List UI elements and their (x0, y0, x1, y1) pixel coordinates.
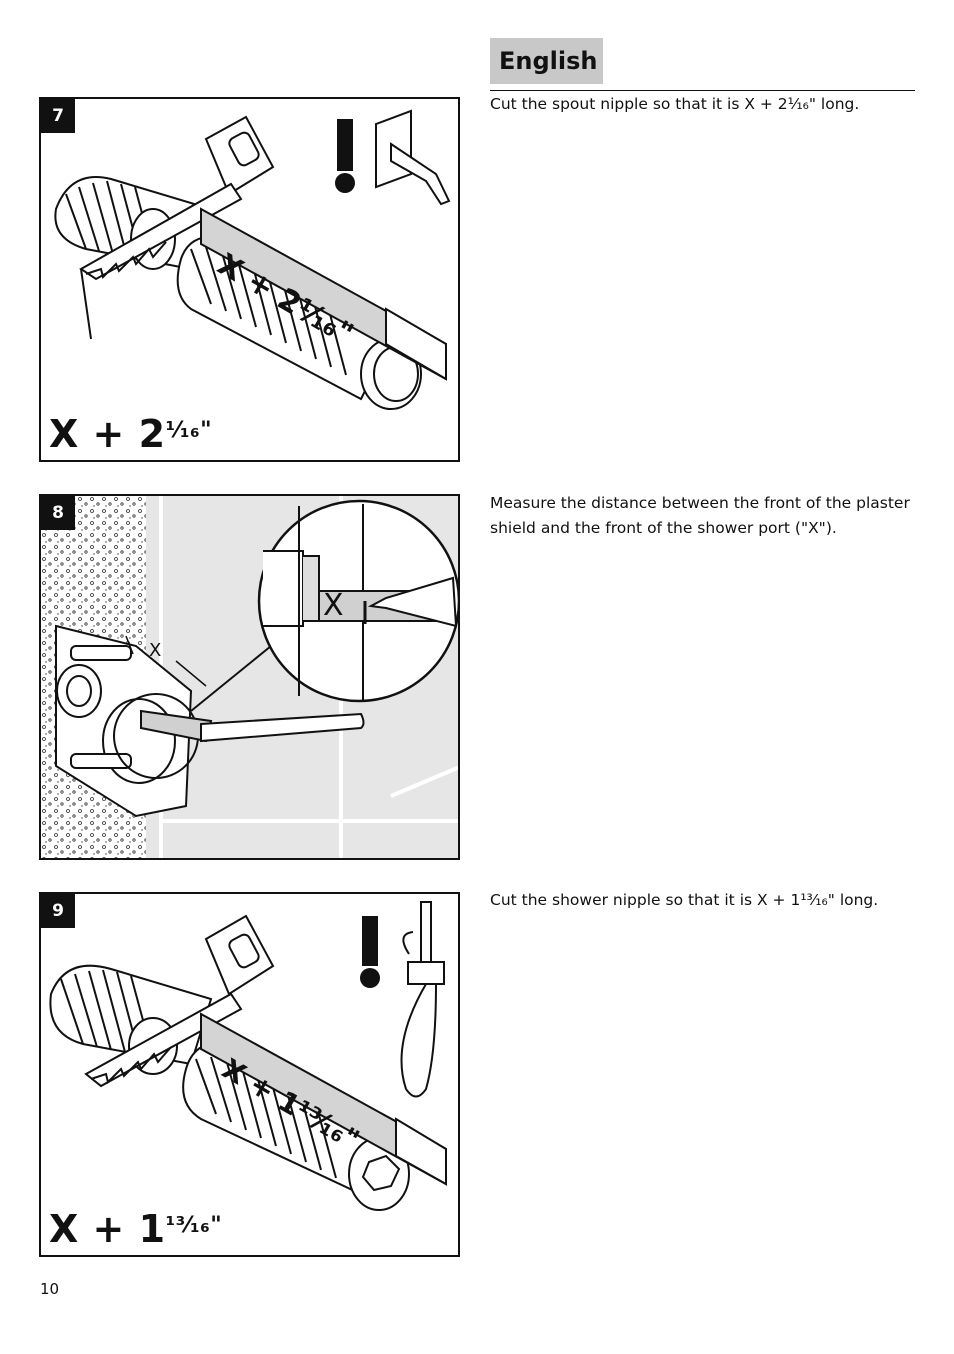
step-number: 8 (41, 496, 75, 530)
step-8-text: Measure the distance between the front o… (490, 494, 910, 537)
saw-cut-drawing (49, 901, 447, 1211)
page-number: 10 (40, 1280, 60, 1298)
step-7-text: Cut the spout nipple so that it is X + 2… (490, 95, 860, 113)
step-9-text: Cut the shower nipple so that it is X + … (490, 891, 879, 909)
step-number: 9 (41, 894, 75, 928)
callout-x-label: X (323, 588, 344, 623)
step-9-illustration: 9 X + 1¹ (39, 892, 460, 1257)
step-8-illustration: 8 (39, 494, 460, 860)
measure-fraction: ¹⁄₁₆" (165, 418, 213, 443)
step-7-illustration: 7 (39, 97, 460, 462)
measurement-label: X + 1¹³⁄₁₆" (49, 1207, 222, 1251)
measure-drawing (41, 496, 458, 858)
language-tab: English (490, 38, 603, 84)
small-x-label: X (149, 640, 162, 661)
measure-main: X + 1 (49, 1207, 166, 1251)
measure-main: X + 2 (49, 412, 166, 456)
measurement-label: X + 2¹⁄₁₆" (49, 412, 212, 456)
measure-fraction: ¹³⁄₁₆" (165, 1213, 223, 1238)
header-rule (490, 90, 915, 91)
saw-cut-drawing (54, 109, 451, 410)
step-number: 7 (41, 99, 75, 133)
